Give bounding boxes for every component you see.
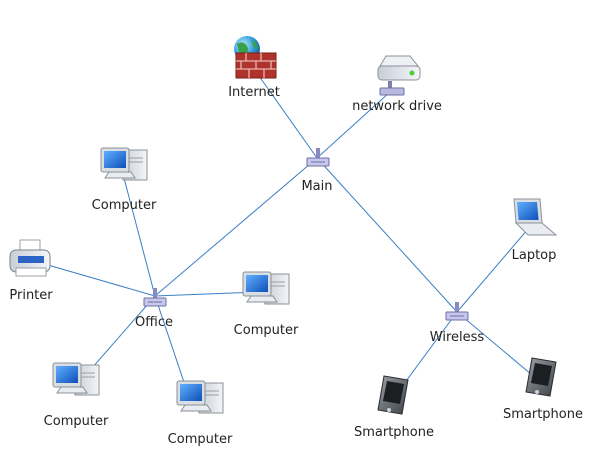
network-switch-icon xyxy=(445,302,469,321)
laptop-icon xyxy=(513,198,558,236)
node-label-main: Main xyxy=(301,179,332,194)
node-label-office: Office xyxy=(135,315,173,330)
link-office-computer-top xyxy=(123,177,156,297)
computer-icon xyxy=(242,271,290,305)
network-switch-icon xyxy=(306,148,330,167)
node-label-internet: Internet xyxy=(228,85,280,100)
link-office-computer-right xyxy=(154,291,259,297)
firewall-globe-icon xyxy=(234,36,277,79)
node-computer-right[interactable]: Computer xyxy=(234,271,299,338)
node-label-smartphone: Smartphone xyxy=(503,407,583,422)
computer-icon xyxy=(52,362,100,396)
node-smartphone-left[interactable]: Smartphone xyxy=(354,375,434,440)
node-label-computer: Computer xyxy=(234,323,299,338)
computer-icon xyxy=(176,380,224,414)
node-office[interactable]: Office xyxy=(135,288,173,330)
node-computer-bottom[interactable]: Computer xyxy=(168,380,233,447)
node-wireless[interactable]: Wireless xyxy=(430,302,485,345)
network-switch-icon xyxy=(143,288,167,307)
link-office-printer xyxy=(47,264,156,297)
node-label-laptop: Laptop xyxy=(512,248,557,263)
link-main-network-drive xyxy=(316,91,391,159)
link-wireless-smartphone-right xyxy=(456,311,539,381)
link-main-internet xyxy=(258,75,318,159)
node-internet[interactable]: Internet xyxy=(228,36,280,100)
link-wireless-laptop xyxy=(456,228,529,313)
node-computer-bottom-left[interactable]: Computer xyxy=(44,362,109,429)
network-drive-icon xyxy=(377,55,421,96)
node-printer[interactable]: Printer xyxy=(9,239,53,303)
node-label-computer: Computer xyxy=(92,198,157,213)
node-label-computer: Computer xyxy=(168,432,233,447)
node-label-computer: Computer xyxy=(44,414,109,429)
printer-icon xyxy=(9,239,51,277)
smartphone-icon xyxy=(525,357,557,397)
node-label-smartphone: Smartphone xyxy=(354,425,434,440)
node-laptop[interactable]: Laptop xyxy=(512,198,558,263)
node-main[interactable]: Main xyxy=(301,148,333,194)
node-label-network-drive: network drive xyxy=(352,99,442,114)
node-network-drive[interactable]: network drive xyxy=(352,55,442,114)
computer-icon xyxy=(100,147,148,181)
smartphone-icon xyxy=(377,375,409,415)
link-wireless-smartphone-left xyxy=(397,311,458,393)
network-links xyxy=(47,75,539,401)
node-smartphone-right[interactable]: Smartphone xyxy=(503,357,583,422)
link-main-wireless xyxy=(316,157,458,313)
node-label-wireless: Wireless xyxy=(430,330,485,345)
node-label-printer: Printer xyxy=(9,288,53,303)
link-main-office xyxy=(154,157,318,297)
node-computer-top[interactable]: Computer xyxy=(92,147,157,213)
